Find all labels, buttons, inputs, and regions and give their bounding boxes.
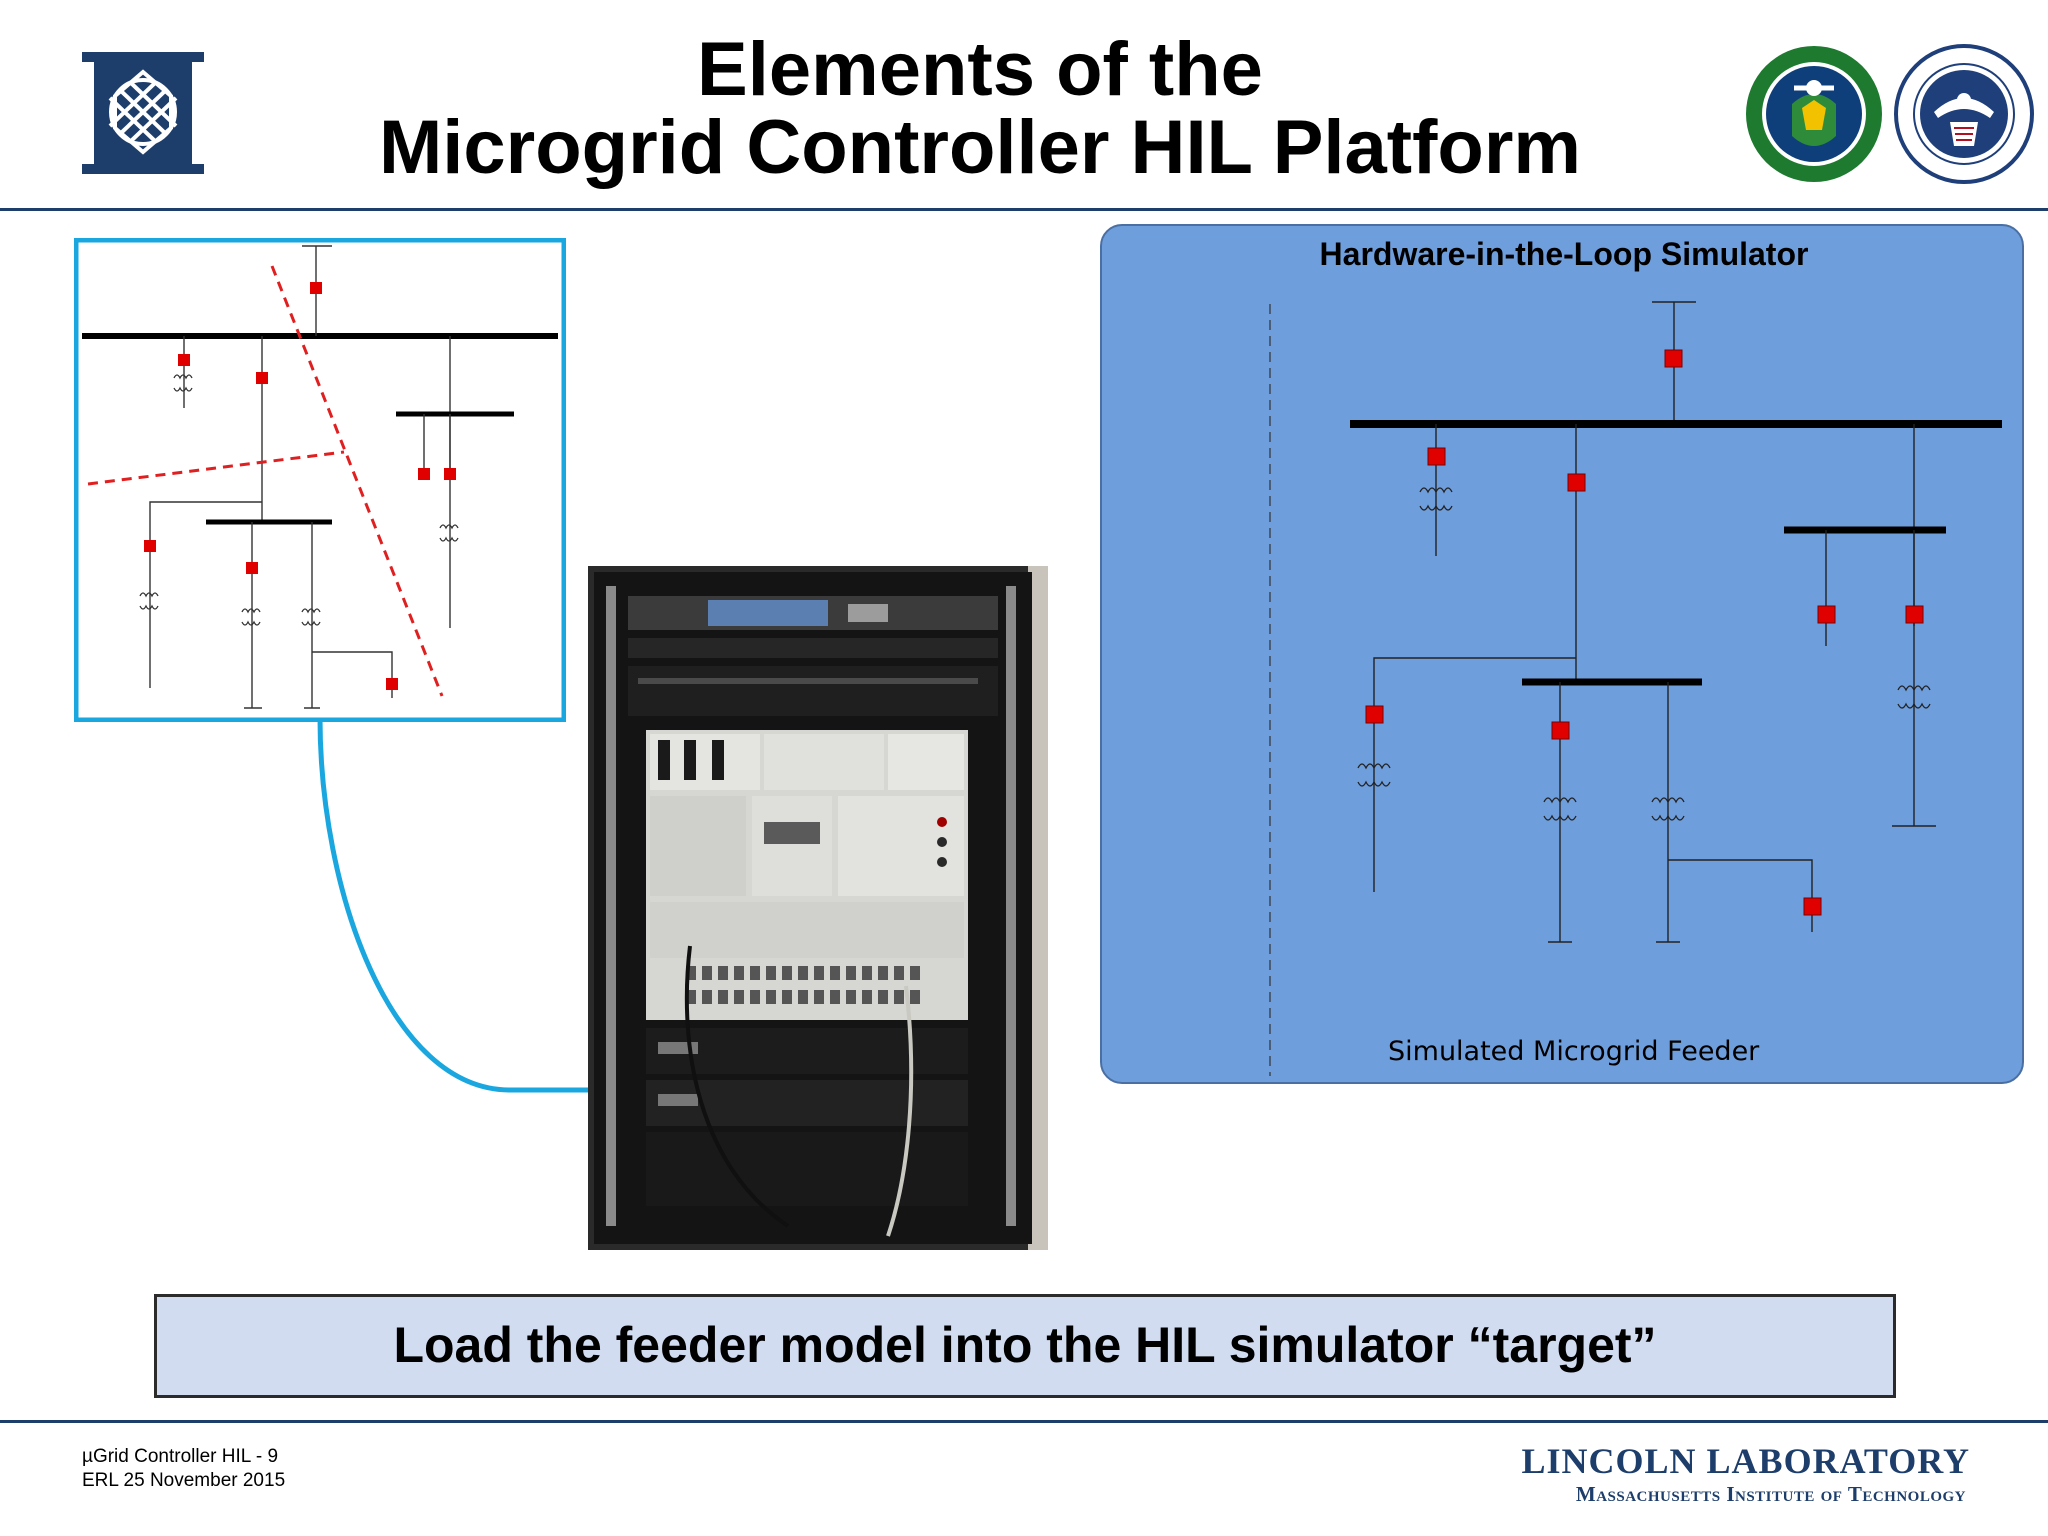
callout-text: Load the feeder model into the HIL simul… (393, 1317, 1657, 1373)
simulated-feeder-diagram (1269, 301, 2002, 1076)
footer-date: ERL 25 November 2015 (82, 1470, 286, 1491)
slide-title-line1: Elements of the (697, 27, 1263, 112)
header-divider (0, 208, 2048, 211)
footer-slide-id: µGrid Controller HIL - 9 (82, 1446, 279, 1467)
feeder-model-diagram (74, 238, 566, 722)
callout-box: Load the feeder model into the HIL simul… (154, 1294, 1896, 1398)
footer-divider (0, 1420, 2048, 1423)
lincoln-lab-logo (82, 52, 204, 174)
hil-simulator-panel: Hardware-in-the-Loop Simulator Simulated… (1100, 224, 2024, 1084)
hil-panel-title: Hardware-in-the-Loop Simulator (1319, 236, 1809, 272)
doe-seal-icon (1746, 46, 1882, 182)
slide-title-line2: Microgrid Controller HIL Platform (378, 105, 1581, 190)
lab-affiliation: Massachusetts Institute of Technology (1575, 1482, 1966, 1506)
hil-rack-photo (588, 566, 1048, 1250)
lab-name: LINCOLN LABORATORY (1521, 1441, 1970, 1481)
dhs-seal-icon (1894, 44, 2034, 184)
hil-panel-caption: Simulated Microgrid Feeder (1388, 1036, 1760, 1067)
